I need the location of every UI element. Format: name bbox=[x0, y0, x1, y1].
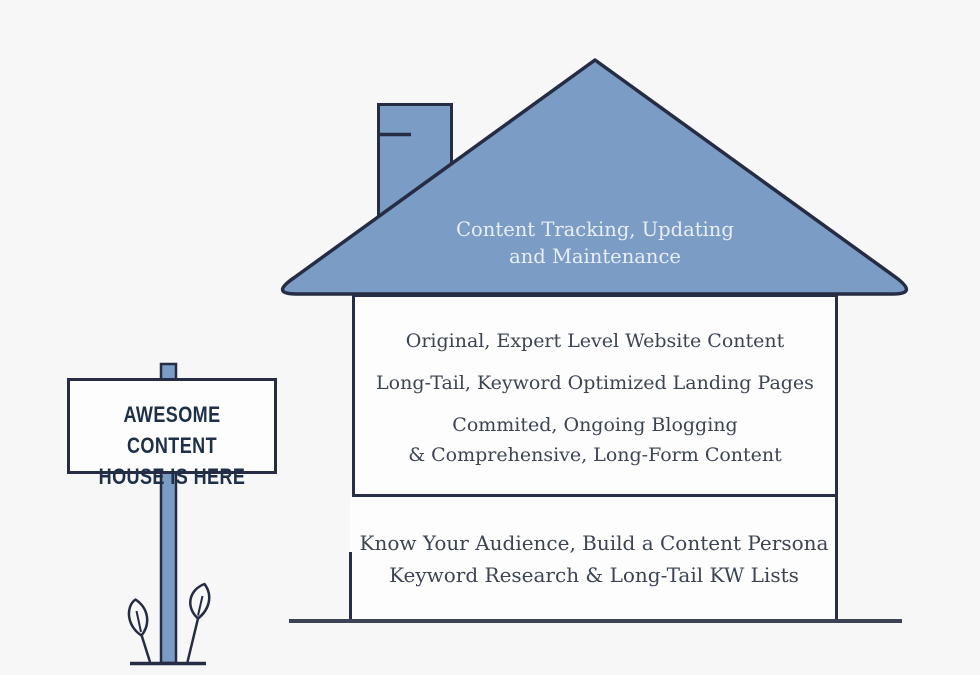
sign-label: AWESOME CONTENT HOUSE IS HERE bbox=[98, 402, 246, 489]
sprout-left-icon bbox=[127, 598, 152, 663]
walls-item-website-content: Original, Expert Level Website Content bbox=[405, 330, 785, 352]
walls-item-landing-pages: Long-Tail, Keyword Optimized Landing Pag… bbox=[376, 372, 814, 394]
walls-section bbox=[352, 294, 838, 497]
foundation-left-border bbox=[349, 552, 352, 620]
sign-board: AWESOME CONTENT HOUSE IS HERE bbox=[67, 378, 277, 489]
walls-item-blogging-longform: Commited, Ongoing Blogging & Comprehensi… bbox=[408, 414, 782, 466]
foundation-item-keyword-research: Keyword Research & Long-Tail KW Lists bbox=[389, 563, 799, 587]
sprout-right-icon bbox=[186, 582, 211, 663]
foundation-item-content-persona: Know Your Audience, Build a Content Pers… bbox=[359, 531, 829, 555]
roof-label: Content Tracking, Updating and Maintenan… bbox=[456, 218, 734, 268]
ground-line bbox=[289, 619, 902, 623]
foundation-section bbox=[350, 497, 838, 621]
